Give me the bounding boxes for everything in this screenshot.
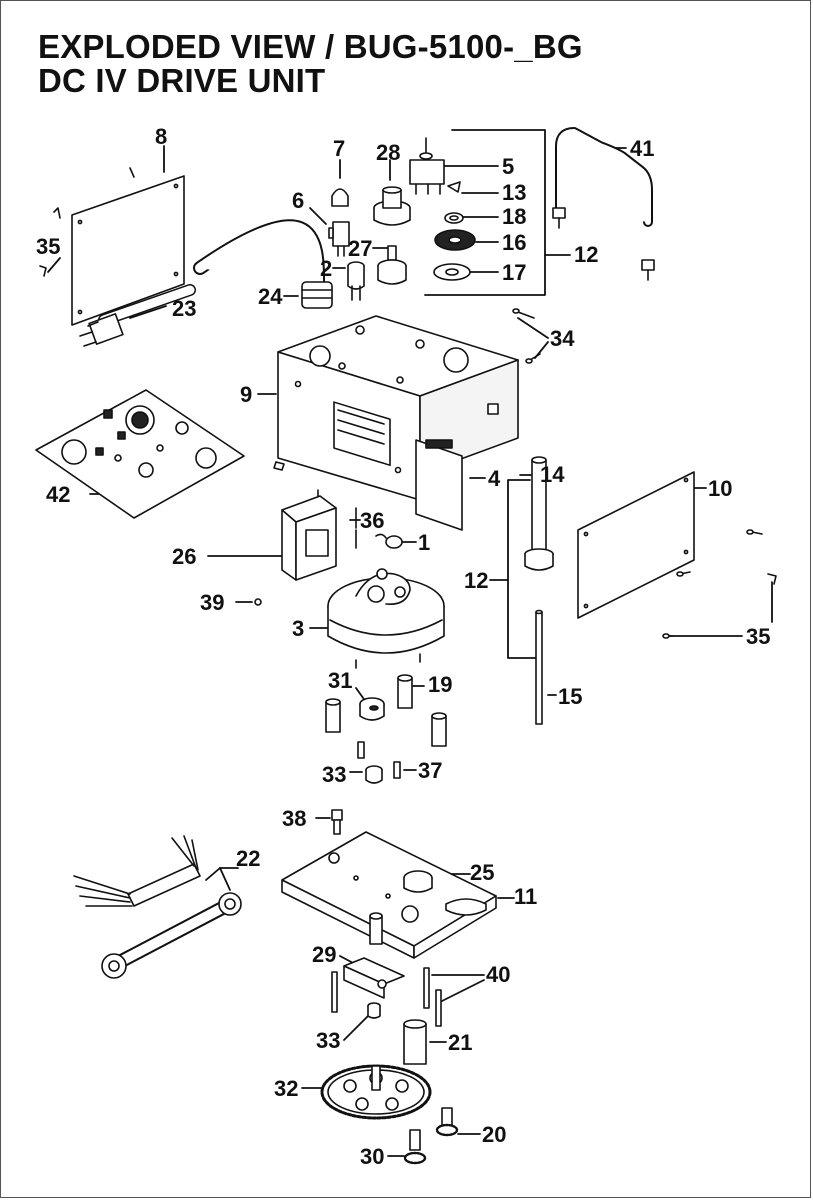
callout-8: 8 [155,124,168,149]
callout-17: 17 [502,260,527,285]
callout-33-bottom: 33 [316,1028,341,1053]
callout-38: 38 [282,806,307,831]
bolt-38 [331,809,343,835]
callout-31: 31 [328,668,353,693]
callout-4: 4 [488,466,501,491]
callout-6: 6 [292,188,305,213]
callout-27: 27 [348,236,373,261]
callout-10: 10 [708,476,733,501]
callout-33-top: 33 [322,762,347,787]
side-panel-left-part [39,167,185,326]
callout-19: 19 [428,672,453,697]
pinion-parts [403,1107,459,1165]
callout-2: 2 [320,256,333,281]
callout-42: 42 [46,482,71,507]
spacer-parts [325,674,447,747]
control-plate-part [35,389,245,519]
side-panel-right-part [577,471,777,639]
callout-41: 41 [630,136,655,161]
callout-39: 39 [200,590,225,615]
callout-24: 24 [258,284,283,309]
callout-40: 40 [486,962,511,987]
motor-part [327,568,445,669]
knob-and-pot-part [373,186,411,285]
callout-22: 22 [236,846,261,871]
callout-28: 28 [376,140,401,165]
tool-kit-part [73,835,242,979]
screws-36-and-1 [355,507,403,549]
callout-5: 5 [502,154,515,179]
circuit-board-part [415,439,463,531]
callout-13: 13 [502,180,527,205]
callout-21: 21 [448,1030,473,1055]
sleeve-21 [403,1019,427,1065]
leader-lines [47,129,773,1157]
chassis-part [273,315,519,501]
callout-35-left: 35 [36,234,61,259]
callout-29: 29 [312,942,337,967]
callout-3: 3 [292,616,305,641]
base-plate-part [281,831,497,959]
callout-18: 18 [502,204,527,229]
callout-15: 15 [558,684,583,709]
callout-32: 32 [274,1076,299,1101]
callout-35-right: 35 [746,624,771,649]
callout-1: 1 [418,530,431,555]
callout-12-top: 12 [574,242,599,267]
callout-37: 37 [418,758,443,783]
callout-7: 7 [333,136,346,161]
screws-34 [512,308,541,364]
callout-23: 23 [172,296,197,321]
callout-25: 25 [470,860,495,885]
callout-26: 26 [172,544,197,569]
title-line-1: EXPLODED VIEW / BUG-5100-_BG [38,28,583,65]
nut-39 [254,598,262,606]
gear-part [320,1064,432,1120]
bushing-and-screw [357,741,401,784]
switch-assembly-part [409,137,476,281]
callout-36: 36 [360,508,385,533]
bracket-and-pins [331,957,442,1027]
title-line-2: DC IV DRIVE UNIT [38,62,326,99]
shaft-parts [524,456,554,725]
callout-16: 16 [502,230,527,255]
transformer-part [281,489,337,581]
power-cord-part [79,284,196,347]
callout-14: 14 [540,462,565,487]
callout-12-mid: 12 [464,568,489,593]
callout-30: 30 [360,1144,385,1169]
callout-34: 34 [550,326,575,351]
callout-9: 9 [240,382,253,407]
handle-part [552,127,655,281]
small-components [328,188,365,301]
conduit-part [193,219,333,309]
callout-20: 20 [482,1122,507,1147]
callout-11: 11 [514,884,538,909]
